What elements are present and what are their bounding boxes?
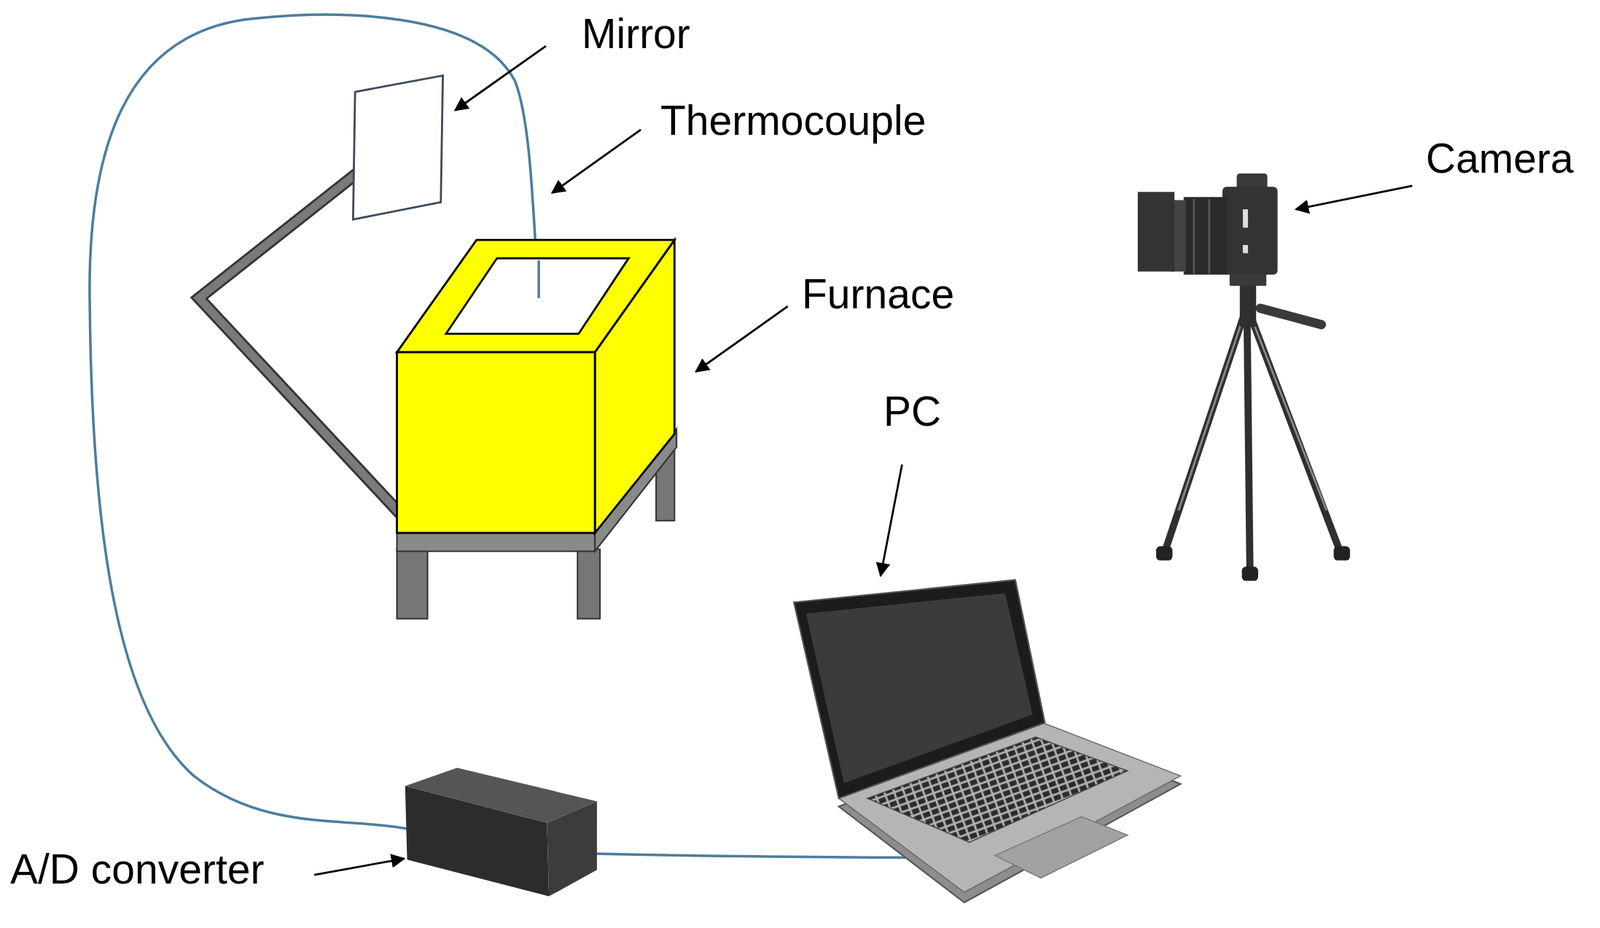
leader-arrow <box>454 45 546 111</box>
mirror <box>352 75 443 220</box>
part-label: PC <box>883 387 942 436</box>
part-label: Mirror <box>581 10 691 59</box>
part-label: Furnace <box>801 270 955 319</box>
leader-arrow <box>880 464 902 576</box>
leader-arrow <box>1296 185 1413 210</box>
ad-converter-box <box>405 767 597 896</box>
mirror-arm-face <box>198 171 401 514</box>
furnace-opening <box>446 258 630 334</box>
mirror-arm <box>198 171 401 514</box>
furnace-leg <box>397 548 428 619</box>
leader-arrow <box>696 306 788 372</box>
laptop <box>793 579 1181 903</box>
camera <box>1137 173 1350 581</box>
data-cable <box>586 853 909 858</box>
furnace-base <box>397 532 596 552</box>
part-label: A/D converter <box>10 845 264 894</box>
part-label: Thermocouple <box>660 96 926 146</box>
part-label: Camera <box>1425 134 1574 183</box>
leader-arrow <box>551 129 641 194</box>
furnace-leg <box>577 548 600 619</box>
furnace-front <box>397 352 596 533</box>
thermocouple-probe <box>537 260 540 299</box>
furnace-top <box>397 239 675 353</box>
leader-arrow <box>314 858 404 875</box>
